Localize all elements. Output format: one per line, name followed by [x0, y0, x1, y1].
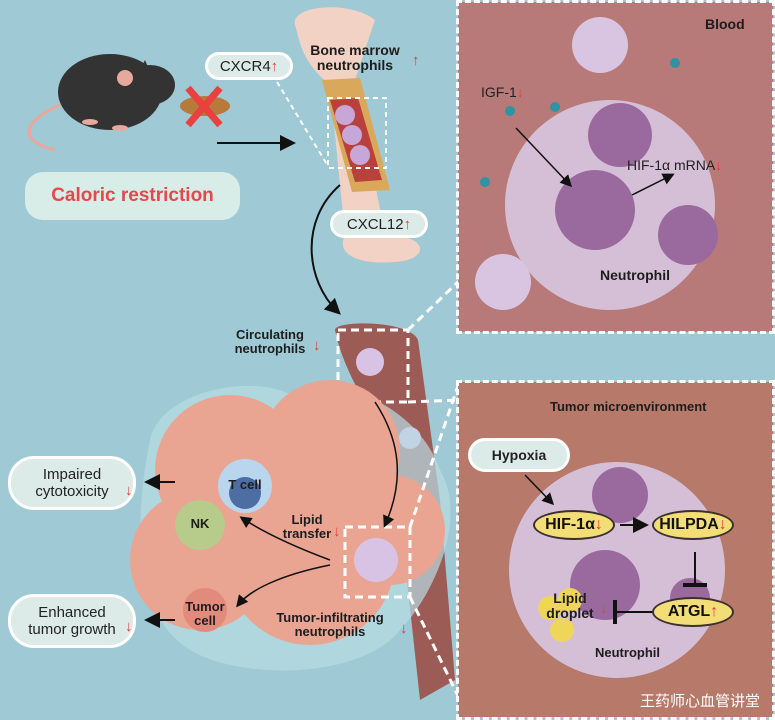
infiltrating-line2: neutrophils: [294, 624, 366, 640]
down-arrow-icon: ↓: [718, 516, 727, 533]
mouse-illustration: [27, 54, 175, 152]
bone-illustration: [294, 7, 421, 263]
blood-title: Blood: [705, 16, 745, 32]
lipid-transfer-line1: Lipid: [291, 512, 323, 527]
bone-marrow-line2: neutrophils: [316, 57, 394, 74]
hif-mrna-label: HIF-1α mRNA↓: [627, 157, 722, 173]
down-arrow-icon: ↓: [333, 523, 341, 540]
igf1-text: IGF-1: [481, 84, 517, 100]
up-arrow-icon: ↑: [270, 57, 279, 75]
nk-label: NK: [190, 516, 210, 531]
impaired-cytotoxicity-box: Impaired cytotoxicity: [8, 456, 136, 510]
bone-marrow-line1: Bone marrow: [310, 42, 400, 58]
circulating-neutrophils-label: Circulating neutrophils: [220, 327, 320, 357]
cxcr4-pill: CXCR4↑: [205, 52, 293, 80]
hypoxia-pill: Hypoxia: [468, 438, 570, 472]
impaired-line2: cytotoxicity: [35, 483, 109, 500]
blood-neutrophil-label: Neutrophil: [600, 267, 670, 283]
up-arrow-icon: ↑: [710, 603, 719, 620]
watermark: 王药师心血管讲堂: [640, 693, 761, 710]
atgl-label: ATGL: [667, 603, 711, 620]
impaired-line1: Impaired: [42, 465, 102, 483]
tumor-cell-label: Tumor cell: [180, 599, 230, 629]
igf1-label: IGF-1↓: [481, 84, 524, 100]
lipid-droplet-label: Lipid droplet: [540, 590, 600, 622]
down-arrow-icon: ↓: [516, 84, 524, 100]
enhanced-tumor-growth-box: Enhanced tumor growth: [8, 594, 136, 648]
cxcr4-label: CXCR4: [219, 57, 271, 75]
lipid-droplet-line2: droplet: [546, 605, 594, 622]
lipid-transfer-label: Lipid transfer: [272, 512, 342, 542]
circulating-line1: Circulating: [236, 327, 304, 342]
t-cell-label: T cell: [228, 477, 262, 492]
hif-mrna-text: HIF-1α mRNA: [627, 157, 716, 173]
down-arrow-icon: ↓: [400, 620, 408, 637]
arrow-bone-to-blood: [310, 184, 341, 315]
down-arrow-icon: ↓: [600, 600, 608, 617]
infiltrating-line1: Tumor-infiltrating: [276, 610, 384, 625]
down-arrow-icon: ↓: [715, 157, 723, 173]
hilpda-node: HILPDA↓: [652, 510, 734, 540]
cxcl12-pill: CXCL12↑: [330, 210, 428, 238]
bone-marrow-label: Bone marrow neutrophils: [300, 42, 410, 74]
tumor-cell-line2: cell: [194, 613, 216, 629]
hif1a-label: HIF-1α: [545, 516, 595, 533]
lipid-transfer-line2: transfer: [282, 526, 332, 542]
nk-cell: [175, 500, 225, 550]
food-crossed-icon: [180, 85, 230, 128]
tumor-infiltrating-label: Tumor-infiltrating neutrophils: [255, 610, 405, 640]
down-arrow-icon: ↓: [125, 482, 133, 499]
cxcl12-label: CXCL12: [346, 215, 404, 233]
blood-vessel: [335, 323, 455, 700]
circulating-line2: neutrophils: [234, 341, 306, 357]
enhanced-line2: tumor growth: [28, 621, 116, 638]
enhanced-line1: Enhanced: [38, 603, 106, 621]
down-arrow-icon: ↓: [125, 618, 133, 635]
tme-panel: [456, 380, 775, 720]
tumor-cell: [183, 588, 227, 632]
up-arrow-icon: ↑: [403, 215, 412, 233]
hilpda-label: HILPDA: [659, 516, 719, 533]
tumor-cell-line1: Tumor: [185, 599, 225, 614]
tme-neutrophil-label: Neutrophil: [595, 645, 660, 660]
down-arrow-icon: ↓: [594, 516, 603, 533]
blood-panel: [456, 0, 775, 334]
caloric-restriction-box: Caloric restriction: [25, 172, 240, 220]
up-arrow-icon: ↑: [412, 52, 420, 69]
down-arrow-icon: ↓: [313, 337, 321, 354]
lipid-droplet-line1: Lipid: [553, 590, 587, 606]
atgl-node: ATGL↑: [652, 597, 734, 627]
tme-title: Tumor microenvironment: [550, 399, 707, 414]
hif1a-node: HIF-1α↓: [533, 510, 615, 540]
caloric-restriction-label: Caloric restriction: [51, 185, 214, 206]
